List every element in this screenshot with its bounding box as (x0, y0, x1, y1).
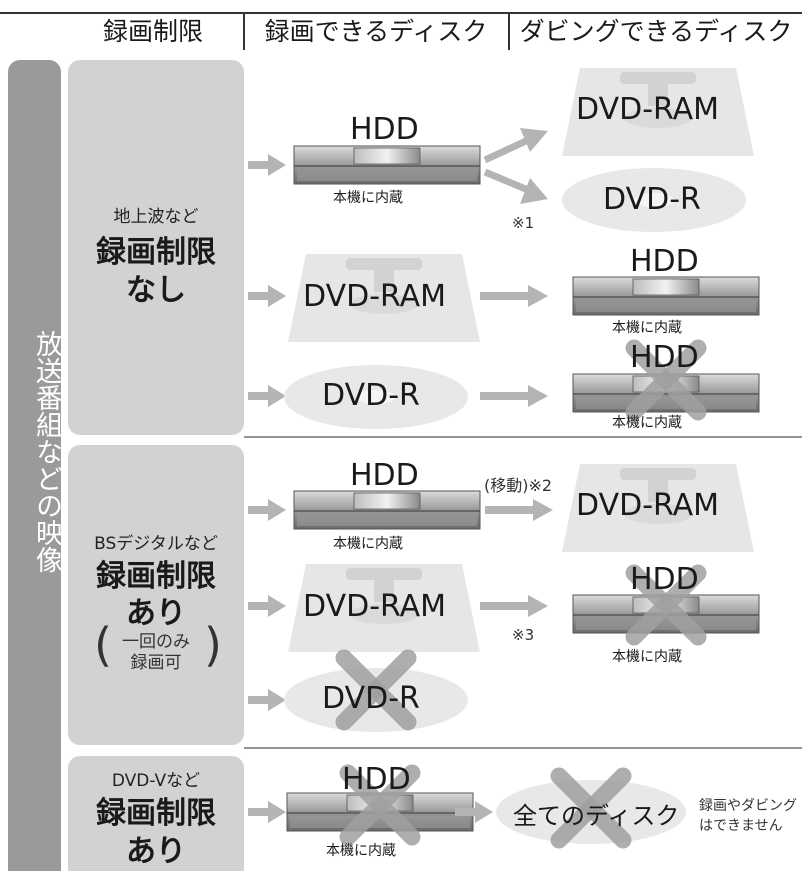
cannot-note-line2: はできません (699, 818, 783, 834)
category-3-title: 録画制限 (96, 796, 216, 831)
hdd-label-1: HDD (350, 112, 419, 147)
note-3: ※3 (512, 626, 535, 644)
category-panel-dvdv: DVD-Vなど 録画制限 あり (68, 756, 244, 871)
hdd-caption-3: 本機に内蔵 (612, 415, 682, 431)
hdd-device-1 (293, 145, 481, 185)
dvd-r-label-1: DVD-R (603, 182, 701, 217)
category-3-small: DVD-Vなど (111, 771, 201, 791)
hdd-caption-6: 本機に内蔵 (326, 843, 396, 859)
dvd-ram-label-4: DVD-RAM (303, 589, 447, 624)
hdd-device-2 (572, 276, 760, 316)
hdd-caption-5: 本機に内蔵 (612, 649, 682, 665)
arrow-to-hdd-6 (248, 801, 286, 823)
category-1-small: 地上波など (113, 207, 199, 227)
dvd-r-label-2: DVD-R (322, 378, 420, 413)
arrow-to-dvd-ram-2 (248, 595, 286, 617)
category-2-small: BSデジタルなど (94, 534, 218, 554)
category-1-title: 録画制限 (96, 235, 216, 270)
arrow-to-hdd-4 (248, 499, 286, 521)
header-col-restriction: 録画制限 (102, 17, 203, 46)
header-top-rule (0, 12, 802, 14)
category-panel-none: 地上波など 録画制限 なし (68, 60, 244, 435)
category-panel-once: BSデジタルなど 録画制限 あり ( 一回のみ 録画可 ) (68, 445, 244, 745)
header-col-dubbable: ダビングできるディスク (519, 17, 793, 46)
category-2-paren1: 一回のみ (122, 632, 190, 652)
hdd-device-4 (293, 490, 481, 530)
arrow-to-dvd-ram-1 (248, 285, 286, 307)
dvd-ram-label-1: DVD-RAM (576, 92, 720, 127)
arrow-to-dvd-r-2 (248, 689, 286, 711)
header-divider-2 (508, 14, 510, 50)
all-discs-label: 全てのディスク (513, 802, 680, 830)
arrow-ram-to-hdd (480, 285, 548, 307)
category-1-sub: なし (126, 273, 186, 308)
arrow-to-hdd-1 (248, 154, 286, 176)
note-1: ※1 (512, 214, 535, 232)
hdd-caption-1: 本機に内蔵 (333, 190, 403, 206)
category-3-sub: あり (126, 834, 186, 869)
header-col-recordable: 録画できるディスク (264, 17, 488, 46)
category-2-sub: あり (126, 596, 186, 631)
hdd-label-3: HDD (630, 340, 699, 375)
note-2: (移動)※2 (484, 476, 553, 495)
arrow-hdd-to-ram (485, 499, 553, 521)
category-2-paren2: 録画可 (130, 653, 182, 673)
arrow-branch-down (483, 168, 548, 204)
dvd-r-label-3: DVD-R (322, 681, 420, 716)
arrow-r-to-hdd (480, 385, 548, 407)
hdd-label-5: HDD (630, 562, 699, 597)
sidebar-label: 放送番組などの映像 (31, 330, 62, 573)
paren-right: ) (204, 618, 222, 672)
hdd-caption-2: 本機に内蔵 (612, 320, 682, 336)
hdd-label-4: HDD (350, 458, 419, 493)
header-divider-1 (243, 14, 245, 50)
hdd-label-2: HDD (630, 244, 699, 279)
arrow-to-dvd-r-1 (248, 385, 286, 407)
hdd-label-6: HDD (342, 762, 411, 797)
dvd-ram-label-2: DVD-RAM (303, 279, 447, 314)
hdd-caption-4: 本機に内蔵 (333, 536, 403, 552)
sidebar-band (8, 60, 61, 871)
category-2-title: 録画制限 (96, 559, 216, 594)
arrow-ram-to-hdd-2 (480, 595, 548, 617)
paren-left: ( (94, 618, 112, 672)
arrow-branch-up (483, 128, 548, 164)
cannot-note-line1: 録画やダビング (699, 798, 797, 814)
dvd-ram-label-3: DVD-RAM (576, 488, 720, 523)
